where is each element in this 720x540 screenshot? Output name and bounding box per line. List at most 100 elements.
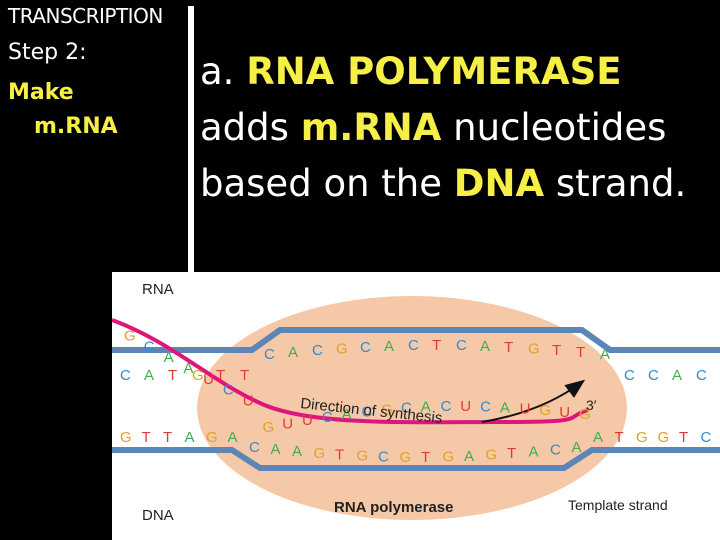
base-letter: A (384, 338, 394, 355)
base-letter: C (312, 342, 323, 359)
base-letter: U (243, 392, 254, 409)
three-prime-label: 3′ (586, 397, 597, 413)
base-letter: A (421, 399, 431, 416)
line2-suffix: nucleotides (453, 106, 667, 149)
base-letter: A (572, 439, 582, 456)
base-letter: C (120, 367, 131, 384)
line3-suffix: strand. (555, 162, 687, 205)
base-letter: A (480, 338, 490, 355)
base-letter: A (183, 360, 193, 377)
base-letter: C (480, 398, 491, 415)
base-letter: A (271, 441, 281, 458)
base-letter: T (421, 449, 430, 466)
base-letter: U (559, 404, 570, 421)
dna-highlight: DNA (453, 162, 545, 205)
base-letter: T (216, 367, 225, 384)
base-letter: G (124, 328, 136, 345)
base-letter: C (249, 439, 260, 456)
line1-prefix: a. (200, 50, 235, 93)
base-letter: T (615, 429, 624, 446)
base-letter: T (163, 429, 172, 446)
base-letter: G (314, 445, 326, 462)
base-letter: G (357, 448, 369, 465)
base-letter: A (529, 443, 539, 460)
base-letter: C (408, 337, 419, 354)
base-letter: T (335, 446, 344, 463)
base-letter: A (500, 399, 510, 416)
base-letter: C (361, 403, 372, 420)
base-letter: U (282, 415, 293, 432)
base-letter: G (658, 429, 670, 446)
base-letter: C (144, 338, 155, 355)
base-letter: G (192, 367, 204, 384)
base-letter: G (539, 402, 551, 419)
base-letter: C (360, 339, 371, 356)
base-letter: A (342, 406, 352, 423)
base-letter: C (223, 382, 234, 399)
base-letter: T (240, 367, 249, 384)
base-letter: A (292, 443, 302, 460)
make-label: Make (8, 80, 74, 105)
base-letter: C (550, 441, 561, 458)
base-letter: T (168, 367, 177, 384)
base-letter: T (432, 337, 441, 354)
polymerase-label: RNA polymerase (334, 499, 454, 516)
base-letter: A (144, 367, 154, 384)
base-letter: T (679, 429, 688, 446)
base-letter: A (288, 344, 298, 361)
base-letter: C (648, 367, 659, 384)
base-letter: U (203, 371, 214, 388)
base-letter: G (381, 401, 393, 418)
base-letter: T (142, 429, 151, 446)
base-letter: C (696, 367, 707, 384)
base-letter: T (552, 342, 561, 359)
base-letter: U (302, 412, 313, 429)
mrna-highlight: m.RNA (300, 106, 442, 149)
base-letter: C (456, 337, 467, 354)
base-letter: C (264, 346, 275, 363)
base-letter: A (185, 429, 195, 446)
base-letter: C (322, 409, 333, 426)
rna-strand (112, 318, 589, 425)
mrna-label: m.RNA (34, 114, 118, 139)
text-line-3: based on the DNA strand. (200, 162, 686, 206)
sidebar-title: TRANSCRIPTION (8, 4, 163, 28)
base-letter: G (400, 449, 412, 466)
base-letter: C (624, 367, 635, 384)
base-letter: G (486, 447, 498, 464)
base-letter: T (576, 344, 585, 361)
step-label: Step 2: (8, 40, 87, 65)
base-letter: A (593, 429, 603, 446)
base-letter: G (336, 340, 348, 357)
base-letter: C (441, 398, 452, 415)
text-line-2: adds m.RNA nucleotides (200, 106, 666, 150)
base-letter: C (378, 448, 389, 465)
text-line-1: a. RNA POLYMERASE (200, 50, 622, 94)
direction-arrow (481, 379, 586, 423)
base-letter: A (464, 448, 474, 465)
base-letter: A (600, 346, 610, 363)
base-letter: G (262, 419, 274, 436)
template-strand-label: Template strand (568, 497, 668, 513)
coding-strand (112, 327, 720, 353)
template-strand (112, 447, 720, 471)
base-letter: A (228, 429, 238, 446)
base-letter: G (579, 406, 591, 423)
base-letter: U (460, 398, 471, 415)
base-letter: C (701, 429, 712, 446)
base-letter: T (504, 339, 513, 356)
dna-label: DNA (142, 507, 174, 524)
line2-prefix: adds (200, 106, 289, 149)
polymerase-bubble (197, 296, 627, 520)
rna-label: RNA (142, 281, 174, 298)
base-letter: G (120, 429, 132, 446)
base-letter: G (206, 429, 218, 446)
base-letter: C (401, 400, 412, 417)
base-letter: G (443, 449, 455, 466)
base-letter: A (672, 367, 682, 384)
base-letter: G (528, 340, 540, 357)
